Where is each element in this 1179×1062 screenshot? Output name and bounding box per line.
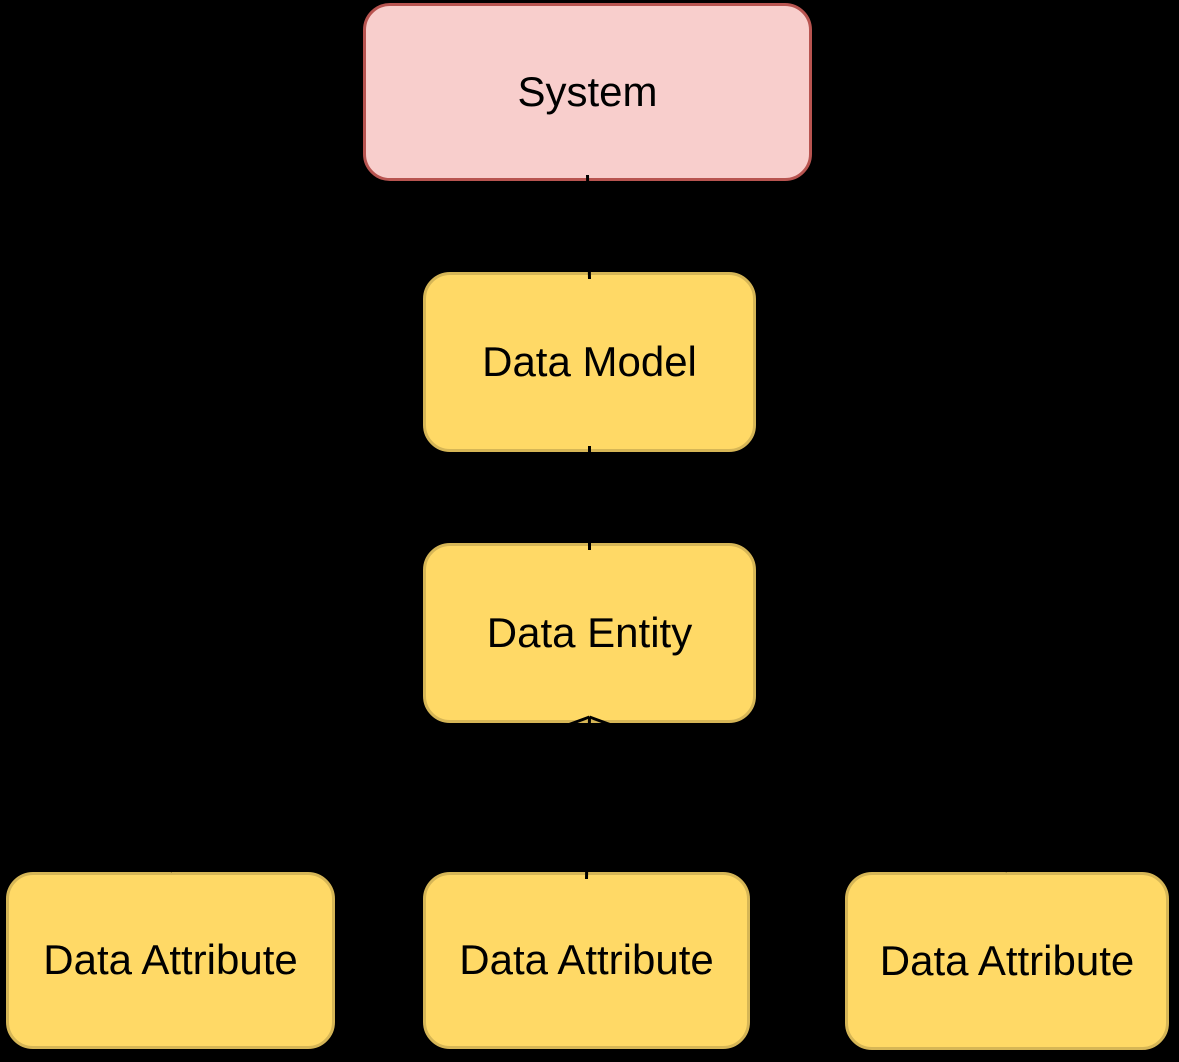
node-data-model[interactable]: Data Model <box>423 272 756 452</box>
node-label: Data Attribute <box>459 936 714 984</box>
node-data-attribute-1[interactable]: Data Attribute <box>6 872 335 1049</box>
edge-data-entity-to-data-attribute-1 <box>169 715 591 873</box>
node-label: Data Model <box>482 337 697 385</box>
edge-data-entity-to-data-attribute-2 <box>585 716 591 880</box>
node-label: Data Attribute <box>879 936 1135 984</box>
node-label: Data Entity <box>486 608 693 656</box>
node-data-attribute-3[interactable]: Data Attribute <box>845 872 1169 1050</box>
edge-system-to-data-model <box>586 174 591 280</box>
edge-data-entity-to-data-attribute-3 <box>588 715 1008 873</box>
node-data-entity[interactable]: Data Entity <box>423 543 756 723</box>
node-label: Data Attribute <box>43 936 298 984</box>
node-system[interactable]: System <box>363 3 812 181</box>
node-label: System <box>517 67 658 115</box>
node-data-attribute-2[interactable]: Data Attribute <box>423 872 750 1049</box>
